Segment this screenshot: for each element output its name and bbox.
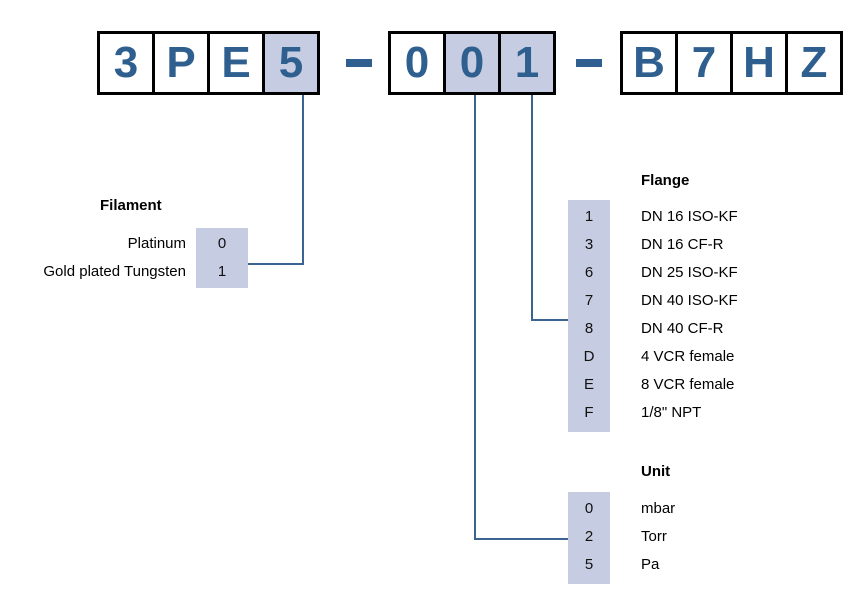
flange-label-4-vcr-female: 4 VCR female xyxy=(641,348,735,365)
flange-label-dn40-cf-r: DN 40 CF-R xyxy=(641,320,724,337)
connector-flange-horizontal xyxy=(531,319,570,321)
flange-code-f: F xyxy=(584,404,594,421)
code-cell-b[interactable]: B xyxy=(620,31,678,95)
flange-code-8: 8 xyxy=(584,320,594,337)
connector-unit-horizontal xyxy=(474,538,570,540)
code-cell-filament[interactable]: 5 xyxy=(262,31,320,95)
code-cell-e[interactable]: E xyxy=(207,31,265,95)
section-title-unit: Unit xyxy=(641,463,671,480)
code-cell-0a[interactable]: 0 xyxy=(388,31,446,95)
flange-code-6: 6 xyxy=(584,264,594,281)
filament-code-column: 0 1 xyxy=(196,228,248,288)
section-title-flange: Flange xyxy=(641,172,690,189)
unit-label-pa: Pa xyxy=(641,556,660,573)
flange-label-dn16-cf-r: DN 16 CF-R xyxy=(641,236,724,253)
filament-label-gold-plated-tungsten: Gold plated Tungsten xyxy=(43,263,186,280)
section-title-filament: Filament xyxy=(100,197,162,214)
flange-code-e: E xyxy=(583,376,594,393)
flange-label-dn25-iso-kf: DN 25 ISO-KF xyxy=(641,264,738,281)
unit-code-5: 5 xyxy=(584,556,594,573)
code-cell-unit[interactable]: 0 xyxy=(443,31,501,95)
unit-code-0: 0 xyxy=(584,500,594,517)
flange-label-dn40-iso-kf: DN 40 ISO-KF xyxy=(641,292,738,309)
flange-label-npt: 1/8" NPT xyxy=(641,404,702,421)
code-cell-3[interactable]: 3 xyxy=(97,31,155,95)
unit-label-torr: Torr xyxy=(641,528,667,545)
connector-flange-vertical xyxy=(531,95,533,321)
unit-code-column: 0 2 5 xyxy=(568,492,610,584)
filament-code-1: 1 xyxy=(217,263,227,280)
flange-label-8-vcr-female: 8 VCR female xyxy=(641,376,735,393)
connector-unit-vertical xyxy=(474,95,476,540)
unit-label-mbar: mbar xyxy=(641,500,676,517)
code-cell-z[interactable]: Z xyxy=(785,31,843,95)
code-separator-dash-1 xyxy=(346,59,372,67)
order-code-group-1: 3 P E 5 xyxy=(97,31,320,95)
code-cell-p[interactable]: P xyxy=(152,31,210,95)
unit-code-2: 2 xyxy=(584,528,594,545)
flange-code-3: 3 xyxy=(584,236,594,253)
filament-code-0: 0 xyxy=(217,235,227,252)
flange-code-column: 1 3 6 7 8 D E F xyxy=(568,200,610,432)
order-code-group-3: B 7 H Z xyxy=(620,31,843,95)
connector-filament-vertical xyxy=(302,95,304,265)
order-code-group-2: 0 0 1 xyxy=(388,31,556,95)
code-cell-flange[interactable]: 1 xyxy=(498,31,556,95)
connector-filament-horizontal xyxy=(248,263,304,265)
flange-code-7: 7 xyxy=(584,292,594,309)
code-cell-7[interactable]: 7 xyxy=(675,31,733,95)
code-separator-dash-2 xyxy=(576,59,602,67)
code-cell-h[interactable]: H xyxy=(730,31,788,95)
filament-label-platinum: Platinum xyxy=(127,235,186,252)
flange-code-1: 1 xyxy=(584,208,594,225)
flange-label-dn16-iso-kf: DN 16 ISO-KF xyxy=(641,208,738,225)
flange-code-d: D xyxy=(583,348,595,365)
